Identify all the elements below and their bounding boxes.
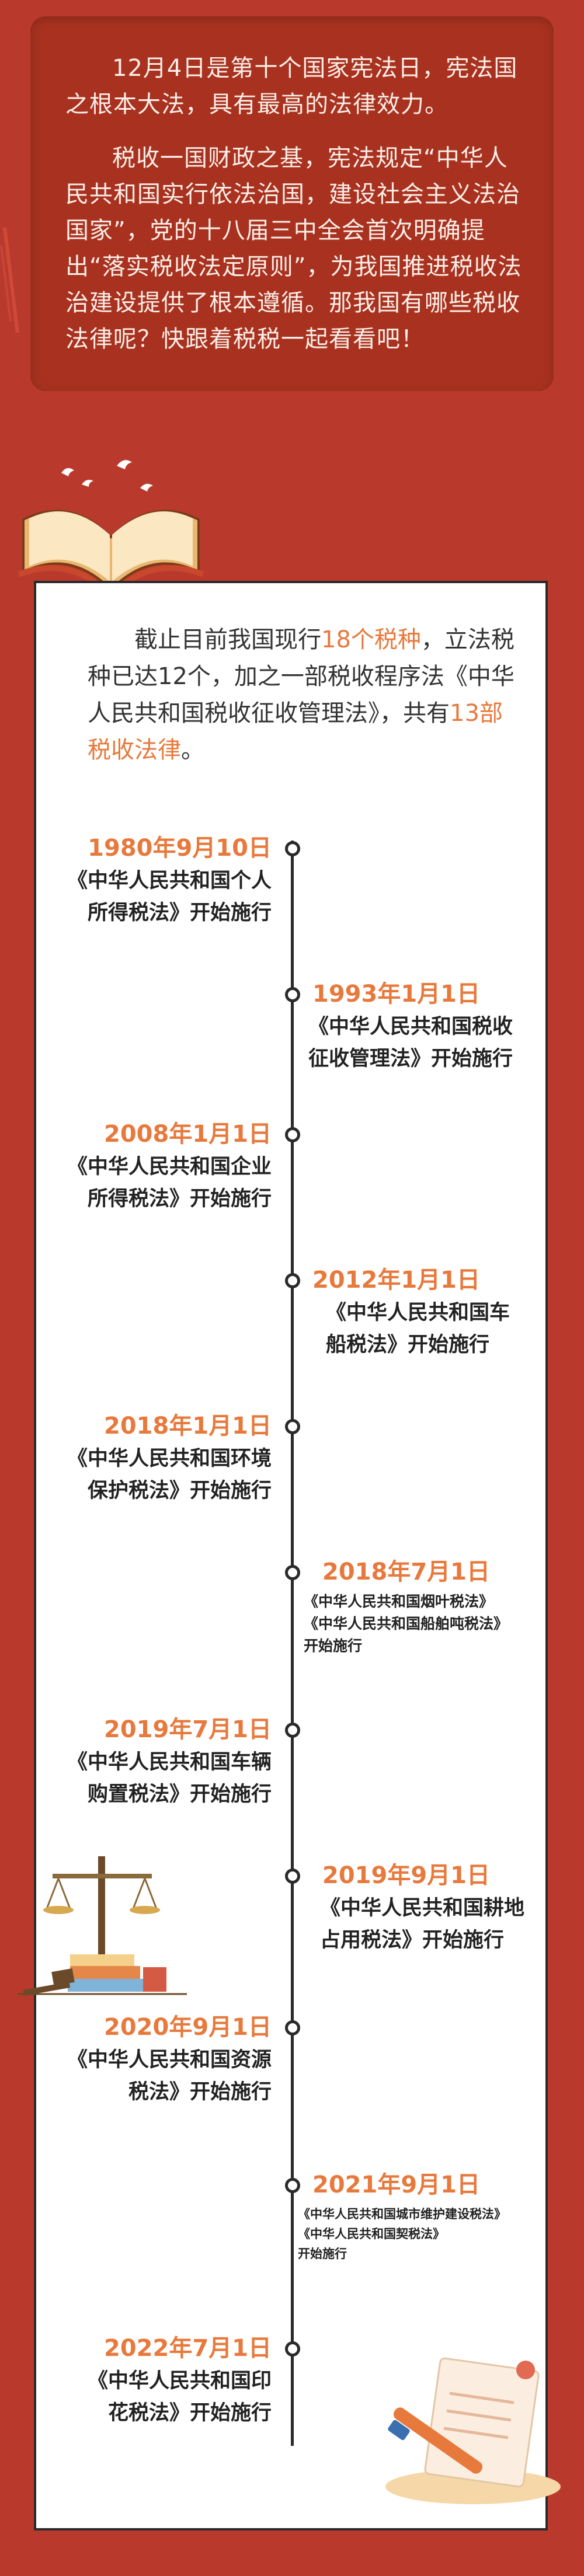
timeline-law-line-2: 征收管理法》开始施行 (308, 1047, 513, 1071)
timeline-dot (285, 1273, 300, 1288)
timeline-dot (285, 841, 300, 856)
timeline-law-line-2: 税法》开始施行 (128, 2080, 272, 2104)
timeline-date: 1993年1月1日 (312, 981, 480, 1008)
timeline-law-line-2: 《中华人民共和国船舶吨税法》 (304, 1615, 509, 1632)
timeline-dot (285, 2341, 300, 2357)
timeline-law-line-2: 购置税法》开始施行 (87, 1783, 272, 1806)
timeline-law-line-1: 《中华人民共和国印 (87, 2369, 272, 2393)
timeline-date: 2008年1月1日 (104, 1121, 272, 1148)
timeline-law-line-1: 《中华人民共和国城市维护建设税法》 (298, 2207, 506, 2221)
timeline-dot (285, 1869, 300, 1884)
intro-paragraph-2: 税收一国财政之基，宪法规定“中华人民共和国实行依法治国，建设社会主义法治国家”，… (65, 145, 522, 353)
summary-part1: 截止目前我国现行 (134, 626, 321, 653)
timeline-law-line-2: 所得税法》开始施行 (87, 901, 272, 925)
timeline-law-line-2: 花税法》开始施行 (107, 2401, 272, 2425)
timeline-dot (285, 1723, 300, 1738)
timeline-dot (285, 1419, 300, 1434)
timeline-axis (291, 841, 294, 2446)
timeline-law-line-3: 开始施行 (304, 1637, 363, 1654)
timeline-law-line-1: 《中华人民共和国税收 (308, 1015, 513, 1038)
summary-highlight-law-count: 13部税收法律 (88, 700, 503, 764)
timeline-law-line-2: 占用税法》开始施行 (320, 1929, 505, 1952)
timeline-law-line-1: 《中华人民共和国耕地 (320, 1897, 525, 1920)
timeline-date: 2021年9月1日 (312, 2171, 480, 2198)
timeline-date: 2022年7月1日 (104, 2335, 272, 2362)
scales-of-justice-icon (18, 1856, 187, 1996)
timeline-date: 1980年9月10日 (88, 835, 272, 862)
intro-paragraph-1: 12月4日是第十个国家宪法日，宪法国之根本大法，具有最高的法律效力。 (65, 55, 518, 118)
timeline-law-line-2: 保护税法》开始施行 (87, 1479, 272, 1503)
summary-part3: 。 (181, 737, 204, 764)
timeline-law-line-1: 《中华人民共和国环境 (67, 1447, 272, 1470)
summary-part2: ，立法税种已达12个，加之一部税收程序法《中华人民共和国税收征收管理法》，共有 (88, 626, 515, 727)
summary-highlight-tax-count: 18个税种 (321, 626, 421, 653)
timeline-law-line-2: 《中华人民共和国契税法》 (298, 2227, 445, 2241)
timeline-date: 2020年9月1日 (104, 2014, 272, 2041)
timeline-dot (285, 1565, 300, 1580)
document-pen-icon (385, 2357, 561, 2504)
intro-panel: 12月4日是第十个国家宪法日，宪法国之根本大法，具有最高的法律效力。 税收一国财… (30, 16, 554, 391)
timeline-date: 2019年7月1日 (104, 1716, 272, 1743)
red-streak-decoration (0, 227, 19, 333)
timeline-dot (285, 2178, 300, 2193)
timeline-date: 2012年1月1日 (312, 1267, 480, 1294)
timeline-date: 2019年9月1日 (322, 1862, 490, 1889)
timeline-law-line-2: 船税法》开始施行 (326, 1333, 490, 1357)
timeline-dot (285, 2020, 300, 2035)
timeline-law-line-3: 开始施行 (298, 2247, 347, 2261)
timeline-dot (285, 1127, 300, 1142)
summary-text: 截止目前我国现行18个税种，立法税种已达12个，加之一部税收程序法《中华人民共和… (88, 622, 520, 769)
timeline-law-line-1: 《中华人民共和国车 (326, 1301, 510, 1324)
timeline-date: 2018年7月1日 (322, 1559, 490, 1585)
timeline-law-line-1: 《中华人民共和国资源 (67, 2048, 272, 2072)
timeline-law-line-1: 《中华人民共和国烟叶税法》 (304, 1593, 494, 1610)
timeline-law-line-2: 所得税法》开始施行 (87, 1187, 272, 1211)
timeline-date: 2018年1月1日 (104, 1413, 272, 1439)
timeline-dot (285, 987, 300, 1002)
open-book-icon (18, 460, 204, 600)
timeline-law-line-1: 《中华人民共和国个人 (67, 869, 272, 893)
timeline-law-line-1: 《中华人民共和国车辆 (67, 1751, 272, 1774)
timeline-law-line-1: 《中华人民共和国企业 (67, 1155, 272, 1179)
